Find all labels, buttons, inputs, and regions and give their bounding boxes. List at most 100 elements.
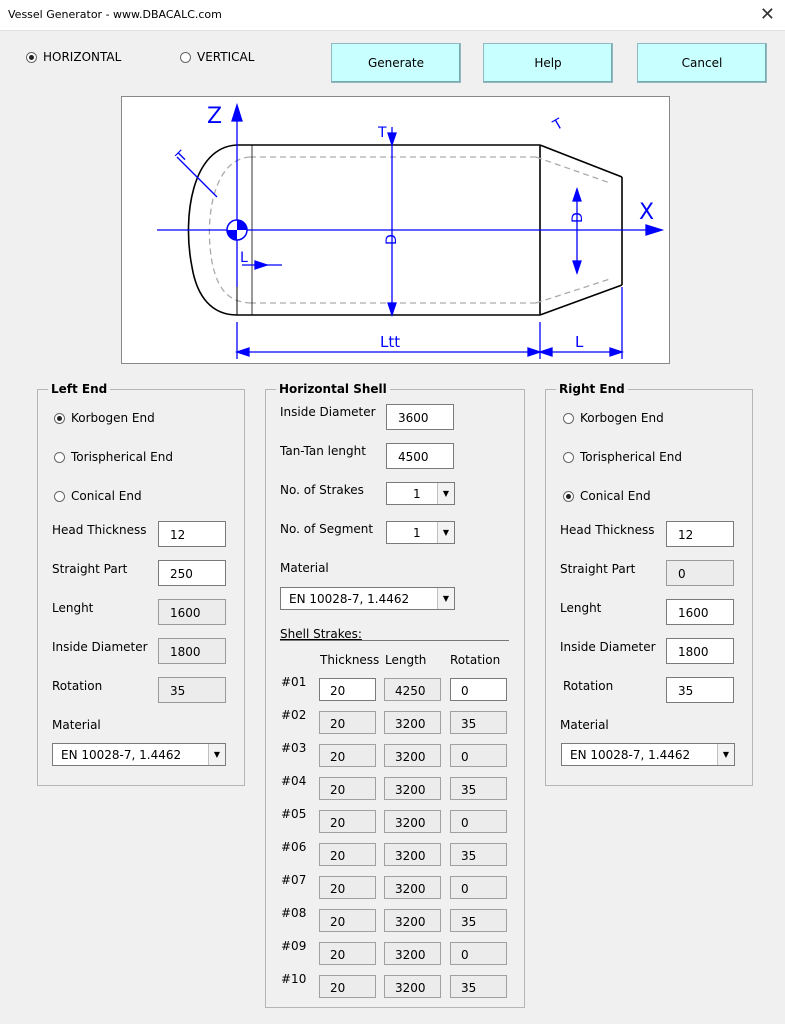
strake-length-field: 3200 [384, 876, 441, 899]
origin-marker-fill [237, 220, 247, 230]
strake-row-id: #03 [281, 741, 307, 755]
col-length-header: Length [385, 653, 427, 667]
strake-rotation-field: 35 [450, 843, 507, 866]
radio-vertical-dot[interactable] [180, 51, 191, 63]
right-material-label: Material [560, 718, 609, 732]
right-material-dropdown[interactable]: EN 10028-7, 1.4462 ▼ [561, 743, 735, 766]
shell-material-label: Material [280, 561, 329, 575]
right-rotation-label: Rotation [563, 679, 614, 693]
shell-material-dropdown[interactable]: EN 10028-7, 1.4462 ▼ [280, 587, 455, 610]
left-head-thickness-field[interactable]: 12 [158, 521, 226, 547]
strake-row-id: #10 [281, 972, 307, 986]
chevron-down-icon[interactable]: ▼ [437, 483, 454, 504]
shell-strakes-label: No. of Strakes [280, 483, 364, 497]
left-korbogen-dot[interactable] [54, 412, 65, 424]
right-korbogen-label: Korbogen End [580, 411, 664, 425]
shell-inside-diameter-field[interactable]: 3600 [386, 404, 454, 430]
generate-button[interactable]: Generate [331, 43, 461, 83]
shell-segments-dropdown[interactable]: 1 ▼ [386, 521, 455, 544]
close-icon[interactable]: ✕ [759, 4, 775, 25]
col-thickness-header: Thickness [320, 653, 380, 667]
right-inside-diameter-label: Inside Diameter [560, 640, 656, 654]
shell-group: Horizontal Shell [265, 382, 525, 1008]
right-straight-part-label: Straight Part [560, 562, 636, 576]
dim-l-right-label: L [575, 333, 584, 351]
left-inside-diameter-field: 1800 [158, 638, 226, 664]
left-material-value: EN 10028-7, 1.4462 [61, 748, 182, 762]
radio-vertical[interactable]: VERTICAL [180, 50, 254, 64]
shell-strakes-dropdown[interactable]: 1 ▼ [386, 482, 455, 505]
right-torispherical-dot[interactable] [563, 451, 574, 463]
left-conical-radio[interactable]: Conical End [54, 489, 142, 503]
left-inside-diameter-label: Inside Diameter [52, 640, 148, 654]
right-conical-dot[interactable] [563, 490, 574, 502]
strake-rotation-field: 0 [450, 942, 507, 965]
left-torispherical-radio[interactable]: Torispherical End [54, 450, 173, 464]
right-rotation-field[interactable]: 35 [666, 677, 734, 703]
window-title: Vessel Generator - www.DBACALC.com [8, 8, 222, 21]
origin-marker-fill-2 [227, 230, 237, 240]
shell-tantan-field[interactable]: 4500 [386, 443, 454, 469]
right-inside-diameter-field[interactable]: 1800 [666, 638, 734, 664]
radio-horizontal[interactable]: HORIZONTAL [26, 50, 121, 64]
left-straight-part-field[interactable]: 250 [158, 560, 226, 586]
left-conical-label: Conical End [71, 489, 142, 503]
right-korbogen-radio[interactable]: Korbogen End [563, 411, 664, 425]
cancel-button[interactable]: Cancel [637, 43, 767, 83]
chevron-down-icon[interactable]: ▼ [208, 744, 225, 765]
help-button[interactable]: Help [483, 43, 613, 83]
vessel-diagram-svg: Z X T T T D D L Ltt L [157, 102, 665, 359]
left-end-title: Left End [51, 382, 108, 396]
strake-rotation-field: 35 [450, 975, 507, 998]
chevron-down-icon[interactable]: ▼ [437, 522, 454, 543]
left-korbogen-label: Korbogen End [71, 411, 155, 425]
strake-length-field: 3200 [384, 942, 441, 965]
strake-rotation-field: 0 [450, 876, 507, 899]
strake-thickness-field: 20 [319, 909, 376, 932]
vessel-outline [187, 144, 623, 316]
title-bar: Vessel Generator - www.DBACALC.com ✕ [0, 0, 785, 31]
vessel-diagram: Z X T T T D D L Ltt L [121, 96, 670, 364]
left-rotation-field: 35 [158, 677, 226, 703]
strake-row-id: #07 [281, 873, 307, 887]
dim-l-left-label: L [240, 250, 248, 266]
left-material-dropdown[interactable]: EN 10028-7, 1.4462 ▼ [52, 743, 226, 766]
strake-row-id: #09 [281, 939, 307, 953]
right-torispherical-radio[interactable]: Torispherical End [563, 450, 682, 464]
shell-segments-value: 1 [413, 526, 421, 540]
strake-row-id: #02 [281, 708, 307, 722]
strake-length-field: 3200 [384, 975, 441, 998]
shell-strakes-value: 1 [413, 487, 421, 501]
strake-length-field: 4250 [384, 678, 441, 701]
strake-row-id: #08 [281, 906, 307, 920]
chevron-down-icon[interactable]: ▼ [437, 588, 454, 609]
axis-x-label: X [639, 200, 654, 225]
radio-horizontal-label: HORIZONTAL [43, 50, 122, 64]
chevron-down-icon[interactable]: ▼ [717, 744, 734, 765]
dim-t-top-label: T [377, 125, 387, 141]
shell-segments-label: No. of Segment [280, 522, 374, 536]
right-korbogen-dot[interactable] [563, 412, 574, 424]
strake-length-field: 3200 [384, 744, 441, 767]
strake-thickness-field[interactable]: 20 [319, 678, 376, 701]
strake-rotation-field: 0 [450, 744, 507, 767]
right-conical-radio[interactable]: Conical End [563, 489, 651, 503]
strake-thickness-field: 20 [319, 975, 376, 998]
left-torispherical-dot[interactable] [54, 451, 65, 463]
left-korbogen-radio[interactable]: Korbogen End [54, 411, 155, 425]
right-length-field[interactable]: 1600 [666, 599, 734, 625]
right-conical-label: Conical End [580, 489, 651, 503]
left-rotation-label: Rotation [52, 679, 103, 693]
strake-rotation-field: 35 [450, 777, 507, 800]
strake-thickness-field: 20 [319, 843, 376, 866]
strake-rotation-field[interactable]: 0 [450, 678, 507, 701]
dim-t-right-label: T [550, 116, 567, 135]
strake-thickness-field: 20 [319, 942, 376, 965]
strake-length-field: 3200 [384, 843, 441, 866]
radio-horizontal-dot[interactable] [26, 51, 37, 63]
left-head-thickness-label: Head Thickness [52, 523, 147, 537]
strake-length-field: 3200 [384, 909, 441, 932]
left-conical-dot[interactable] [54, 490, 65, 502]
strake-length-field: 3200 [384, 777, 441, 800]
right-head-thickness-field[interactable]: 12 [666, 521, 734, 547]
